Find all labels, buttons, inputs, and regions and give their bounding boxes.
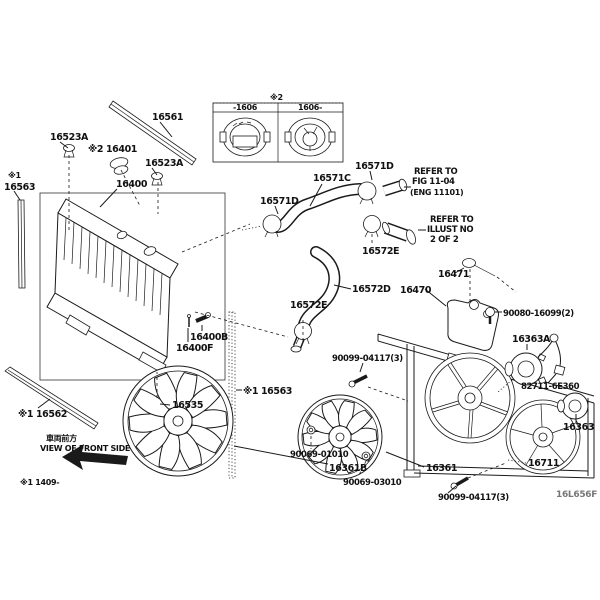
outlet-clamp-lower-drawing <box>294 322 312 345</box>
outlet-hose-drawing <box>290 246 341 353</box>
label-shroud[interactable]: 16711 <box>528 458 559 469</box>
label-radiator[interactable]: 16400 <box>116 179 148 190</box>
lower-seal-drawing <box>4 366 99 430</box>
label-clip-left[interactable]: 16523A <box>50 132 89 143</box>
upper-seal-drawing <box>108 100 197 166</box>
inlet-pipe-drawing <box>382 178 408 197</box>
label-cap[interactable]: ※2 16401 <box>88 144 137 155</box>
radiator-group-box <box>39 192 226 381</box>
front-direction-arrow <box>62 444 128 470</box>
label-clamp-outlet-upper[interactable]: 16572E <box>362 246 400 257</box>
label-plug[interactable]: 16535 <box>172 400 203 411</box>
label-hose-inlet[interactable]: 16571C <box>313 173 351 184</box>
fan-nut-right-drawing <box>361 451 371 461</box>
radiator-cap-variant-b <box>284 117 336 157</box>
label-reservoir-cap[interactable]: 16471 <box>438 269 469 280</box>
label-bracket[interactable]: 16400B <box>190 332 228 343</box>
label-fan-right[interactable]: 16361 <box>426 463 457 474</box>
reservoir-cap-drawing <box>462 258 496 277</box>
label-clamp-inlet-left[interactable]: 16571D <box>260 196 299 207</box>
leader-lines <box>13 121 577 494</box>
label-motor-upper[interactable]: 16363A <box>512 334 551 345</box>
outlet-pipe-drawing <box>382 221 416 245</box>
inlet-clamp-right-drawing <box>357 181 377 205</box>
shroud-bolt-upper-drawing <box>348 374 368 388</box>
inset-mark: ※2 <box>270 92 283 102</box>
refer-fig-line2: FIG 11-04 <box>412 177 455 187</box>
inset-col-left: -1606 <box>233 103 258 112</box>
drawing-code: 16L656F <box>556 490 597 500</box>
front-arrow-text-jp: 車両前方 <box>46 433 77 443</box>
label-clip-right[interactable]: 16523A <box>145 158 184 169</box>
fan-nut-left-drawing <box>306 425 316 435</box>
radiator-cap-variant-a <box>219 117 271 157</box>
inlet-clamp-left-drawing <box>262 214 282 238</box>
shroud-bolt-lower-drawing <box>450 476 469 490</box>
refer-fig-line1: REFER TO <box>414 167 457 177</box>
right-seal-drawing <box>228 311 236 479</box>
fan-motor-upper-drawing <box>504 352 547 386</box>
reservoir-drawing <box>446 299 499 351</box>
bracket-bolt-drawing <box>187 312 211 327</box>
refer-illust-line2: ILLUST NO <box>427 225 473 235</box>
label-nut-right[interactable]: 90069-03010 <box>343 478 402 488</box>
label-clamp-outlet-lower[interactable]: 16572E <box>290 300 328 311</box>
label-bolt-shroud-lower[interactable]: 90099-04117(3) <box>438 493 510 503</box>
inset-col-right: 1606- <box>298 103 322 112</box>
label-seal-left-mark: ※1 <box>8 170 21 180</box>
label-reservoir[interactable]: 16470 <box>400 285 432 296</box>
outlet-clamp-upper-drawing <box>363 215 381 238</box>
label-seal-upper[interactable]: 16561 <box>152 112 183 123</box>
footnote: ※1 1409- <box>20 477 59 487</box>
label-seal-right[interactable]: ※1 16563 <box>243 386 292 397</box>
label-clamp-inlet-right[interactable]: 16571D <box>355 161 394 172</box>
label-wire[interactable]: 82711-6E360 <box>521 382 580 392</box>
refer-illust-line1: REFER TO <box>430 215 473 225</box>
front-arrow-text-en: VIEW OF FRONT SIDE <box>40 444 130 453</box>
label-bolt-reservoir[interactable]: 90080-16099(2) <box>503 309 575 319</box>
label-seal-left[interactable]: 16563 <box>4 182 35 193</box>
reservoir-bolt-drawing <box>485 307 495 324</box>
refer-fig-line3: (ENG 11101) <box>410 188 463 197</box>
label-seal-lower[interactable]: ※1 16562 <box>18 409 67 420</box>
fan-motor-lower-drawing <box>557 392 589 420</box>
label-motor-lower[interactable]: 16363 <box>563 422 594 433</box>
clip-right-drawing <box>151 172 163 186</box>
inlet-hose-drawing <box>266 183 366 233</box>
label-fan-left[interactable]: 16361B <box>329 463 367 474</box>
label-hose-outlet[interactable]: 16572D <box>352 284 391 295</box>
label-nut-left[interactable]: 90069-01010 <box>290 450 349 460</box>
label-bolt-shroud-upper[interactable]: 90099-04117(3) <box>332 354 404 364</box>
motor-wire-drawing <box>537 333 566 376</box>
cap-variant-inset <box>212 102 344 163</box>
fan-right-drawing <box>297 394 383 480</box>
cap-drawing <box>109 157 129 175</box>
left-seal-drawing <box>17 199 26 289</box>
shroud-drawing <box>377 333 595 479</box>
refer-illust-line3: 2 OF 2 <box>430 235 459 245</box>
label-pin[interactable]: 16400F <box>176 343 214 354</box>
fan-left-drawing <box>122 365 234 477</box>
radiator-drawing <box>46 198 179 374</box>
